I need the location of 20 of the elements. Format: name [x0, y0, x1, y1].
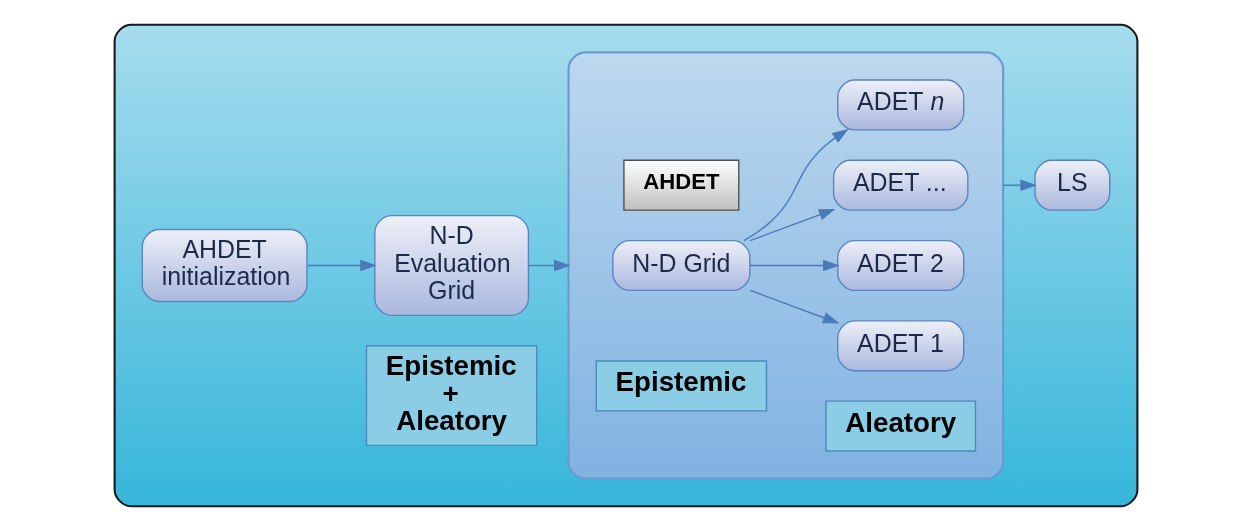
arrow [748, 289, 840, 324]
node-box: Epistemic + Aleatory [365, 345, 537, 447]
arrow [527, 259, 571, 272]
node-box: LS [1033, 159, 1110, 211]
cluster [113, 23, 1138, 508]
node-box: ADET 1 [836, 320, 964, 372]
node-box: ADET n [836, 79, 964, 131]
arrow [306, 259, 377, 272]
node-box: Epistemic [595, 360, 767, 412]
node-box: AHDET initialization [141, 228, 308, 303]
arrow [748, 259, 840, 272]
node-box: Aleatory [824, 400, 976, 452]
cluster [567, 51, 1004, 480]
node-box: AHDET [622, 159, 739, 211]
node-box: ADET 2 [836, 239, 964, 292]
arrow [748, 208, 835, 242]
node-box: N-D Grid [611, 239, 751, 292]
node-box: N-D Evaluation Grid [373, 215, 529, 316]
node-box: ADET ... [832, 159, 969, 211]
arrow [742, 128, 849, 242]
